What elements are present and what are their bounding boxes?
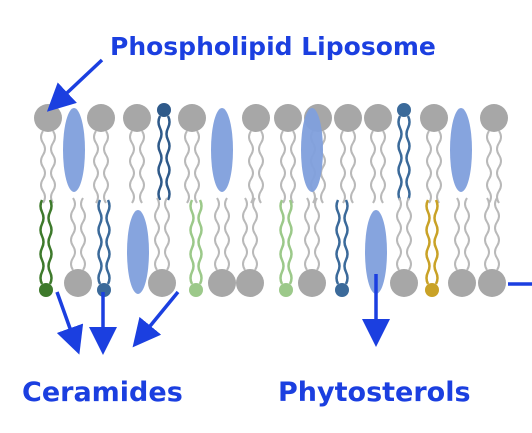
phospholipid-tail xyxy=(380,130,386,204)
ceramide-head xyxy=(39,283,53,297)
phytosterol xyxy=(301,108,323,192)
phospholipid-head xyxy=(420,104,448,132)
phospholipid-tail xyxy=(320,130,326,204)
phospholipid-tail xyxy=(154,197,160,271)
phospholipid-tail xyxy=(314,197,320,271)
ceramide-tail xyxy=(425,199,431,285)
phospholipid-tail xyxy=(280,130,286,204)
ceramide-tail xyxy=(97,199,103,285)
phospholipid-head xyxy=(274,104,302,132)
upper-leaflet xyxy=(34,103,508,204)
phospholipid-head xyxy=(242,104,270,132)
phospholipid-head xyxy=(34,104,62,132)
phospholipid-tail xyxy=(40,130,46,204)
ceramide-tail xyxy=(197,199,203,285)
phospholipid-tail xyxy=(406,197,412,271)
ceramide-tail xyxy=(397,115,403,201)
phospholipid-tail xyxy=(486,130,492,204)
phospholipid-tail xyxy=(214,197,220,271)
phospholipid-tail xyxy=(370,130,376,204)
phospholipid-tail xyxy=(93,130,99,204)
phytosterol xyxy=(127,210,149,294)
phospholipid-head xyxy=(334,104,362,132)
phospholipid-head xyxy=(478,269,506,297)
ceramide-arrow-1 xyxy=(55,291,84,355)
ceramide-tail xyxy=(433,199,439,285)
phospholipid-tail xyxy=(484,197,490,271)
phospholipid-head xyxy=(236,269,264,297)
phytosterol xyxy=(211,108,233,192)
ceramide-tail xyxy=(105,199,111,285)
ceramide-tail xyxy=(165,115,171,201)
phospholipid-tail xyxy=(184,130,190,204)
liposome-arrow xyxy=(46,58,104,112)
phospholipid-tail xyxy=(496,130,502,204)
ceramide-tail xyxy=(335,199,341,285)
phytosterol xyxy=(450,108,472,192)
phospholipid-head xyxy=(390,269,418,297)
phospholipid-head xyxy=(448,269,476,297)
phospholipid-tail xyxy=(224,197,230,271)
phospholipid-head xyxy=(298,269,326,297)
phospholipid-head xyxy=(87,104,115,132)
phospholipid-liposome-label: Phospholipid Liposome xyxy=(110,32,436,61)
phospholipid-tail xyxy=(396,197,402,271)
phospholipid-tail xyxy=(290,130,296,204)
phospholipid-tail xyxy=(464,197,470,271)
phospholipid-head xyxy=(208,269,236,297)
phospholipid-head xyxy=(480,104,508,132)
ceramide-tail xyxy=(287,199,293,285)
ceramide-tail xyxy=(189,199,195,285)
ceramide-tail xyxy=(279,199,285,285)
phospholipid-tail xyxy=(258,130,264,204)
ceramide-tail xyxy=(157,115,163,201)
ceramide-head xyxy=(157,103,171,117)
phospholipid-tail xyxy=(454,197,460,271)
phospholipid-tail xyxy=(426,130,432,204)
lower-leaflet xyxy=(39,197,506,297)
phospholipid-tail xyxy=(50,130,56,204)
phospholipid-head xyxy=(364,104,392,132)
phospholipid-tail xyxy=(304,197,310,271)
phospholipid-head xyxy=(123,104,151,132)
phospholipid-tail xyxy=(80,197,86,271)
phospholipid-tail xyxy=(242,197,248,271)
phospholipid-tail xyxy=(436,130,442,204)
phospholipid-tail xyxy=(340,130,346,204)
ceramide-head xyxy=(189,283,203,297)
ceramide-head xyxy=(279,283,293,297)
ceramide-head xyxy=(97,283,111,297)
ceramide-head xyxy=(397,103,411,117)
ceramide-head xyxy=(335,283,349,297)
phospholipid-tail xyxy=(194,130,200,204)
phospholipid-tail xyxy=(139,130,145,204)
phospholipid-tail xyxy=(103,130,109,204)
phospholipid-head xyxy=(178,104,206,132)
ceramide-tail xyxy=(343,199,349,285)
phospholipid-tail xyxy=(494,197,500,271)
phospholipid-tail xyxy=(164,197,170,271)
phytosterol xyxy=(365,210,387,294)
phytosterol xyxy=(63,108,85,192)
phospholipid-head xyxy=(148,269,176,297)
phospholipid-tail xyxy=(70,197,76,271)
ceramide-arrow-3 xyxy=(132,290,180,348)
ceramide-head xyxy=(425,283,439,297)
ceramide-tail xyxy=(47,199,53,285)
annotation-arrows xyxy=(46,58,532,355)
phospholipid-tail xyxy=(248,130,254,204)
ceramides-label: Ceramides xyxy=(22,377,183,408)
phytosterols-label: Phytosterols xyxy=(278,377,471,408)
ceramide-tail xyxy=(405,115,411,201)
ceramide-tail xyxy=(39,199,45,285)
phospholipid-tail xyxy=(252,197,258,271)
phospholipid-tail xyxy=(350,130,356,204)
phospholipid-tail xyxy=(129,130,135,204)
phospholipid-head xyxy=(64,269,92,297)
